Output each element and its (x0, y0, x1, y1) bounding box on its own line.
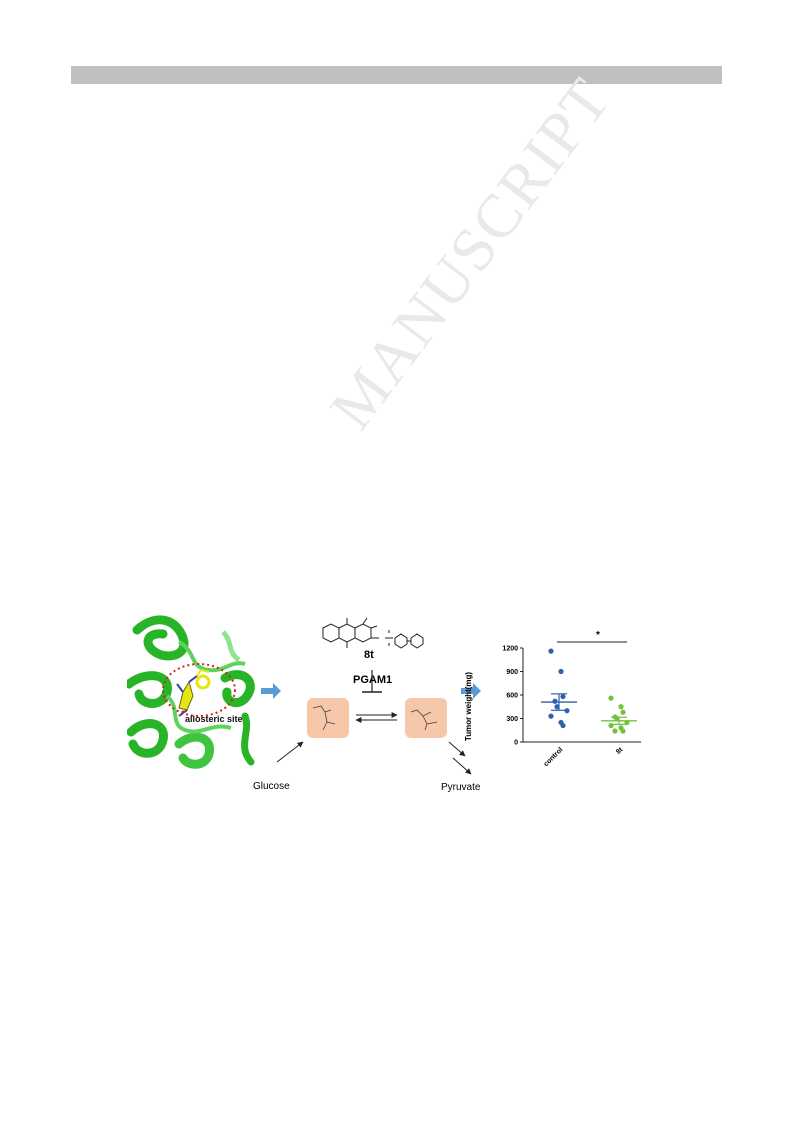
data-point (620, 728, 626, 734)
data-point (560, 693, 566, 700)
chart-y-axis-label: Tumor weight(mg) (464, 671, 474, 742)
y-tick-label: 300 (506, 716, 518, 723)
glucose-label: Glucose (253, 781, 290, 792)
category-label: 8t (615, 746, 625, 756)
pyruvate-label: Pyruvate (441, 782, 481, 793)
protein-helix-2 (127, 671, 172, 708)
data-point (558, 668, 564, 675)
data-point (612, 728, 618, 734)
protein-structure (127, 614, 255, 769)
compound-label: 8t (364, 649, 374, 661)
protein-loop-2 (165, 694, 232, 734)
target-label: PGAM1 (353, 674, 393, 686)
protein-helix-1 (132, 615, 189, 661)
protein-helix-3 (127, 719, 168, 758)
y-tick-label: 600 (506, 693, 518, 700)
protein-helix-5 (220, 670, 255, 708)
flow-arrow-2 (461, 683, 481, 699)
data-point (548, 713, 554, 719)
data-point (608, 695, 614, 701)
category-label: control (543, 746, 565, 768)
data-point (548, 648, 554, 654)
data-point (618, 704, 624, 710)
data-point (608, 722, 614, 729)
y-tick-label: 900 (506, 669, 518, 676)
glucose-arrow (276, 741, 304, 763)
protein-loop-3 (241, 712, 255, 766)
header-bar (71, 66, 722, 84)
protein-sheet (221, 630, 241, 663)
glycolysis-arrow-1 (448, 741, 466, 757)
compound-structure (322, 617, 424, 649)
data-point (620, 709, 626, 715)
glycolysis-arrow-2 (452, 757, 472, 775)
y-tick-label: 0 (514, 740, 518, 747)
significance-marker: * (596, 630, 600, 641)
flow-arrow-1 (261, 683, 281, 699)
allosteric-site-label: allosteric site (185, 714, 243, 724)
watermark: MANUSCRIPT (317, 65, 625, 442)
data-point (554, 704, 560, 710)
allosteric-site-ring (162, 663, 236, 717)
protein-helix-4 (174, 732, 214, 769)
tumor-weight-chart: 0 300 600 900 1200 control 8t (502, 641, 641, 768)
graphical-abstract: 0 300 600 900 1200 control 8t 8t PGAM1 alloste… (127, 612, 667, 797)
substrate-box (307, 698, 349, 738)
data-point (560, 722, 566, 729)
protein-loop-1 (177, 640, 246, 673)
abstract-graphic: 0 300 600 900 1200 control 8t (127, 614, 641, 775)
data-point (552, 698, 558, 704)
product-box (405, 698, 447, 738)
y-tick-label: 1200 (502, 646, 518, 653)
